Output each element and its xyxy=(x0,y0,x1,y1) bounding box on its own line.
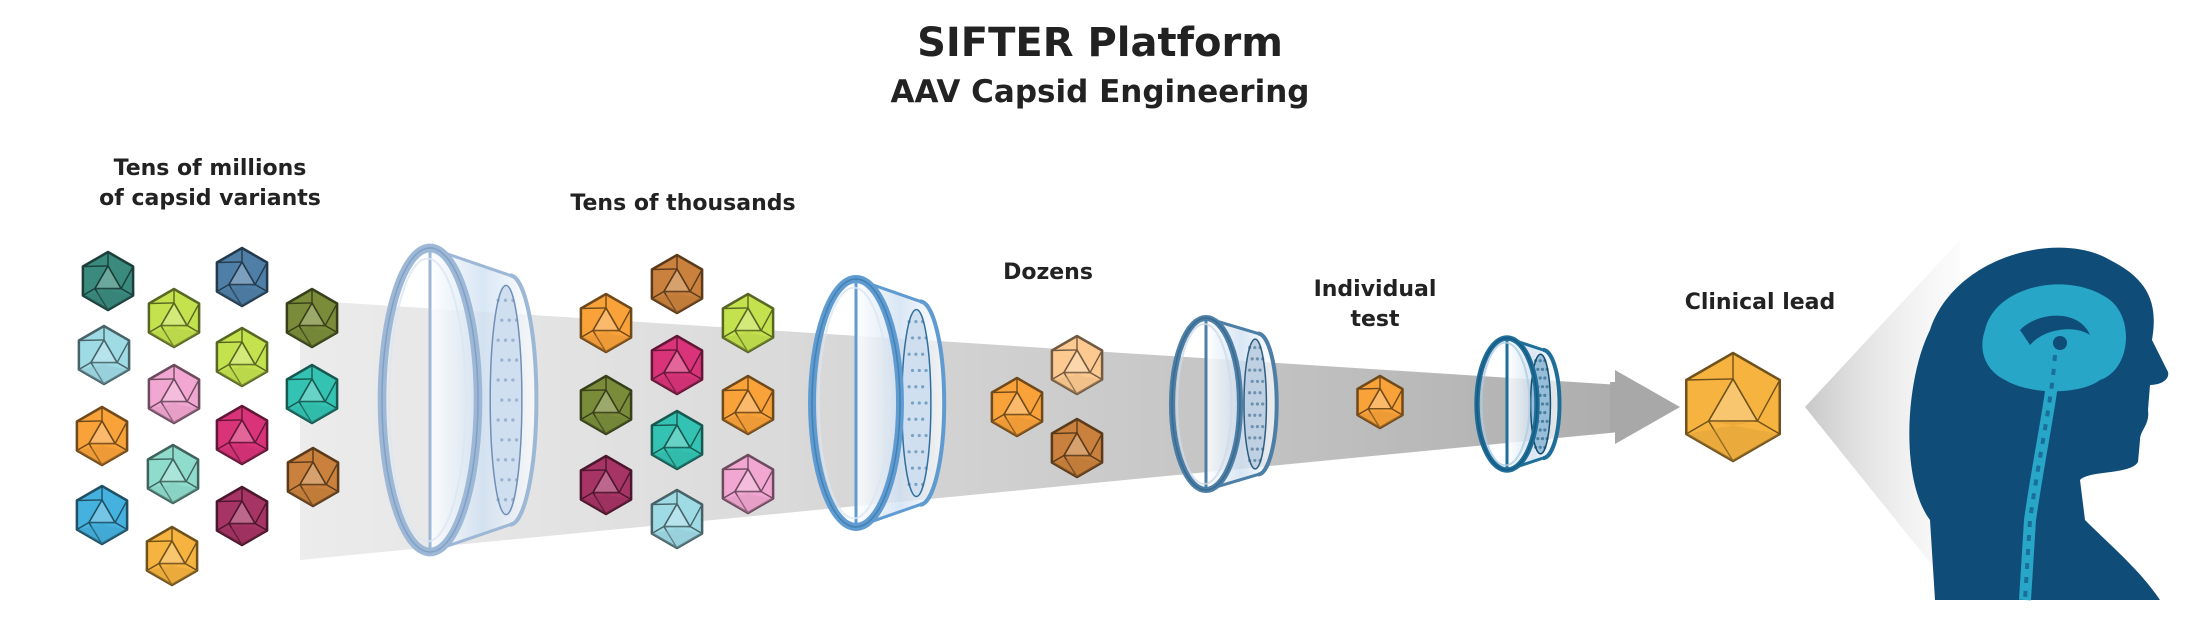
stage-label-dozens: Dozens xyxy=(888,258,1208,288)
capsid-icon xyxy=(579,374,633,436)
capsid-icon xyxy=(650,253,704,315)
projection-cone xyxy=(1805,240,1960,600)
capsid-icon xyxy=(721,453,775,515)
capsid-icon xyxy=(147,363,201,425)
capsid-icon xyxy=(147,287,201,349)
sieve-icon xyxy=(1474,335,1562,473)
capsid-icon xyxy=(286,446,340,508)
capsid-icon xyxy=(146,443,200,505)
capsid-icon xyxy=(1050,417,1104,479)
capsid-icon xyxy=(1684,351,1782,463)
stage-label-line: Tens of thousands xyxy=(570,191,796,216)
stage-label-line: Clinical lead xyxy=(1684,290,1836,315)
arrow-icon xyxy=(1610,370,1680,444)
stage-label-clinical-lead: Clinical lead xyxy=(1600,288,1920,318)
capsid-icon xyxy=(285,287,339,349)
capsid-icon xyxy=(721,292,775,354)
capsid-icon xyxy=(77,324,131,386)
capsid-icon xyxy=(721,374,775,436)
capsid-icon xyxy=(579,454,633,516)
capsid-icon xyxy=(1356,374,1404,430)
stage-label-line: Tens of millions xyxy=(113,156,307,181)
capsid-icon xyxy=(75,484,129,546)
capsid-icon xyxy=(579,292,633,354)
capsid-icon xyxy=(215,326,269,388)
capsid-icon xyxy=(650,334,704,396)
stage-label-line: test xyxy=(1350,307,1400,332)
capsid-icon xyxy=(1050,334,1104,396)
sieve-icon xyxy=(808,275,947,531)
diagram-subtitle: AAV Capsid Engineering xyxy=(890,74,1310,110)
human-head-icon xyxy=(1909,247,2169,601)
diagram-title: SIFTER Platform xyxy=(917,20,1283,66)
capsid-icon xyxy=(285,363,339,425)
capsid-icon xyxy=(650,488,704,550)
stage-label-individual: Individual test xyxy=(1215,275,1535,335)
capsid-icon xyxy=(215,246,269,308)
sieve-icon xyxy=(377,243,539,557)
capsid-icon xyxy=(650,409,704,471)
stage-label-millions: Tens of millions of capsid variants xyxy=(50,154,370,214)
capsid-icon xyxy=(215,404,269,466)
stage-label-line: Individual xyxy=(1313,277,1437,302)
capsid-icon xyxy=(145,525,199,587)
stage-label-line: of capsid variants xyxy=(99,186,321,211)
capsid-group xyxy=(75,246,1782,587)
stage-label-line: Dozens xyxy=(1003,260,1093,285)
capsid-icon xyxy=(215,485,269,547)
sieve-group xyxy=(377,243,1562,557)
stage-label-thousands: Tens of thousands xyxy=(523,189,843,219)
capsid-icon xyxy=(990,376,1044,438)
capsid-icon xyxy=(75,405,129,467)
capsid-icon xyxy=(81,250,135,312)
sieve-icon xyxy=(1168,314,1279,494)
